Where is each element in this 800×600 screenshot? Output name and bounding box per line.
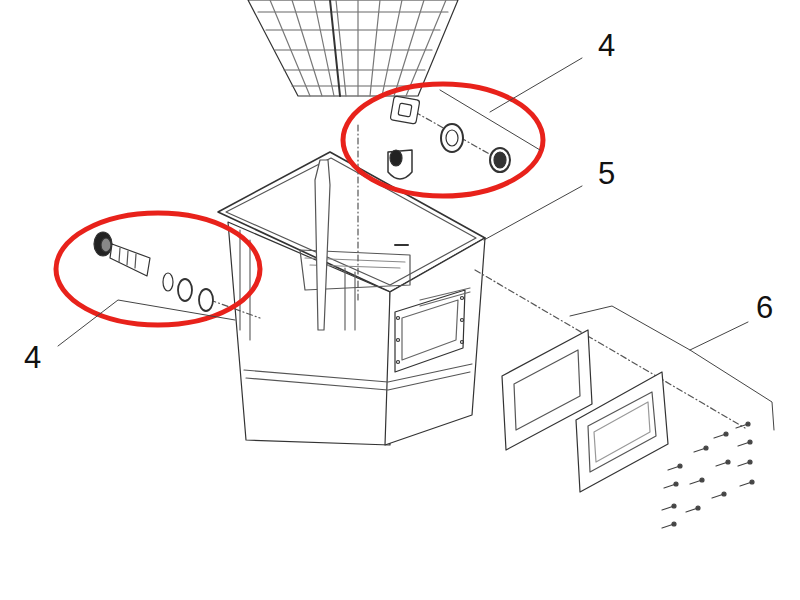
face-plates — [502, 330, 668, 492]
callout-number: 6 — [756, 292, 773, 323]
highlight-ring — [56, 213, 260, 325]
highlight-ring — [343, 84, 543, 196]
callout-number: 4 — [24, 342, 41, 373]
screws — [662, 422, 754, 528]
callout-number: 4 — [598, 30, 615, 61]
basket — [248, 0, 458, 96]
fitting-parts-left — [94, 232, 213, 311]
assembly-lines — [210, 112, 745, 428]
callout-number: 5 — [598, 158, 615, 189]
fitting-parts-top — [388, 96, 510, 179]
leader-lines — [58, 58, 774, 430]
